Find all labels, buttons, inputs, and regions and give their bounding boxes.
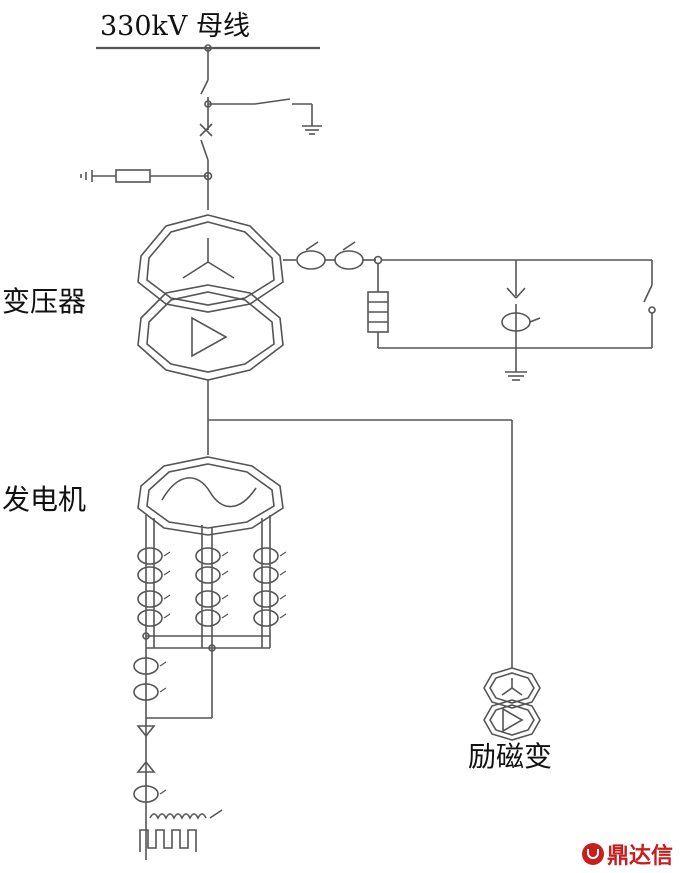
transformer-primary-winding <box>137 214 284 313</box>
generator-label: 发电机 <box>2 483 87 516</box>
excitation-transformer <box>483 667 541 741</box>
busbar-label: 330kV 母线 <box>100 11 250 42</box>
watermark-logo-icon <box>582 843 604 865</box>
generator-symbol <box>137 456 284 536</box>
generator-bus-connection <box>207 380 513 668</box>
watermark: 鼎达信 <box>582 838 673 870</box>
circuit-breaker <box>199 123 213 210</box>
disconnector-switch <box>200 44 322 135</box>
excitation-transformer-label: 励磁变 <box>468 740 553 773</box>
transformer-secondary-winding <box>137 284 284 381</box>
surge-arrester-branch <box>80 169 213 183</box>
neutral-grounding-branch <box>283 241 656 381</box>
current-transformer-array <box>137 515 287 860</box>
transformer-label: 变压器 <box>2 285 87 318</box>
watermark-text: 鼎达信 <box>607 844 674 869</box>
generator-neutral-grounding <box>133 657 223 852</box>
